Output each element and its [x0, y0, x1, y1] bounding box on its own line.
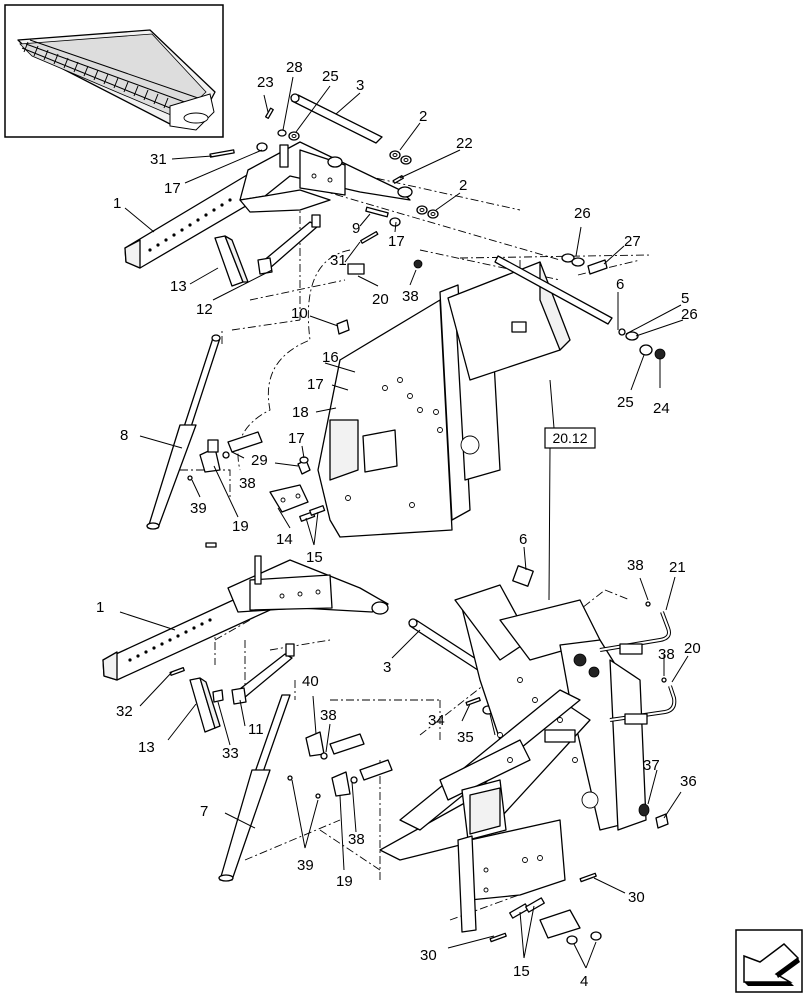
- callout-13: 13: [170, 278, 187, 295]
- callout-20: 20: [372, 291, 389, 308]
- callout-26: 26: [681, 306, 698, 323]
- callout-21: 21: [669, 559, 686, 576]
- callout-1: 1: [96, 599, 104, 616]
- callout-30: 30: [420, 947, 437, 964]
- callout-25: 25: [617, 394, 634, 411]
- callout-20: 20: [684, 640, 701, 657]
- callout-3: 3: [383, 659, 391, 676]
- upper-assembly: [124, 93, 666, 538]
- callout-38: 38: [239, 475, 256, 492]
- inset-thumbnail: [4, 4, 224, 138]
- callout-29: 29: [251, 452, 268, 469]
- callout-4: 4: [580, 973, 588, 990]
- callout-33: 33: [222, 745, 239, 762]
- callout-16: 16: [322, 349, 339, 366]
- callout-38: 38: [402, 288, 419, 305]
- callout-13: 13: [138, 739, 155, 756]
- callout-10: 10: [291, 305, 308, 322]
- callout-8: 8: [120, 427, 128, 444]
- callout-15: 15: [513, 963, 530, 980]
- callout-38: 38: [348, 831, 365, 848]
- callout-31: 31: [330, 252, 347, 269]
- callout-31: 31: [150, 151, 167, 168]
- callout-2: 2: [419, 108, 427, 125]
- callout-22: 22: [456, 135, 473, 152]
- callout-24: 24: [653, 400, 670, 417]
- callout-19: 19: [336, 873, 353, 890]
- callout-26: 26: [574, 205, 591, 222]
- callout-3: 3: [356, 77, 364, 94]
- callout-9: 9: [352, 220, 360, 237]
- callout-28: 28: [286, 59, 303, 76]
- callout-11: 11: [248, 721, 264, 738]
- callout-39: 39: [297, 857, 314, 874]
- callout-7: 7: [200, 803, 208, 820]
- callout-39: 39: [190, 500, 207, 517]
- callout-35: 35: [457, 729, 474, 746]
- next-page-arrow-icon[interactable]: [735, 929, 803, 993]
- callout-18: 18: [292, 404, 309, 421]
- callout-1: 1: [113, 195, 121, 212]
- callout-2: 2: [459, 177, 467, 194]
- callout-12: 12: [196, 301, 213, 318]
- callout-37: 37: [643, 757, 660, 774]
- callout-32: 32: [116, 703, 133, 720]
- callout-38: 38: [627, 557, 644, 574]
- callout-14: 14: [276, 531, 293, 548]
- callout-17: 17: [288, 430, 305, 447]
- callout-6: 6: [519, 531, 527, 548]
- callout-17: 17: [164, 180, 181, 197]
- callout-numbers: 23 28 25 3 2 22 2 31 17 1 9 17 31 20 38 …: [96, 59, 701, 990]
- callout-23: 23: [257, 74, 274, 91]
- callout-25: 25: [322, 68, 339, 85]
- lower-assembly: [102, 542, 677, 945]
- header-assembly-thumbnail-icon: [17, 29, 216, 131]
- reference-label: 20.12: [552, 430, 587, 446]
- callout-38: 38: [658, 646, 675, 663]
- leader-lines: [119, 76, 689, 969]
- callout-17: 17: [307, 376, 324, 393]
- callout-5: 5: [681, 290, 689, 307]
- callout-27: 27: [624, 233, 641, 250]
- callout-34: 34: [428, 712, 445, 729]
- callout-19: 19: [232, 518, 249, 535]
- callout-36: 36: [680, 773, 697, 790]
- reference-20-12[interactable]: 20.12: [544, 379, 596, 601]
- callout-40: 40: [302, 673, 319, 690]
- callout-30: 30: [628, 889, 645, 906]
- callout-17: 17: [388, 233, 405, 250]
- callout-38: 38: [320, 707, 337, 724]
- callout-6: 6: [616, 276, 624, 293]
- callout-15: 15: [306, 549, 323, 566]
